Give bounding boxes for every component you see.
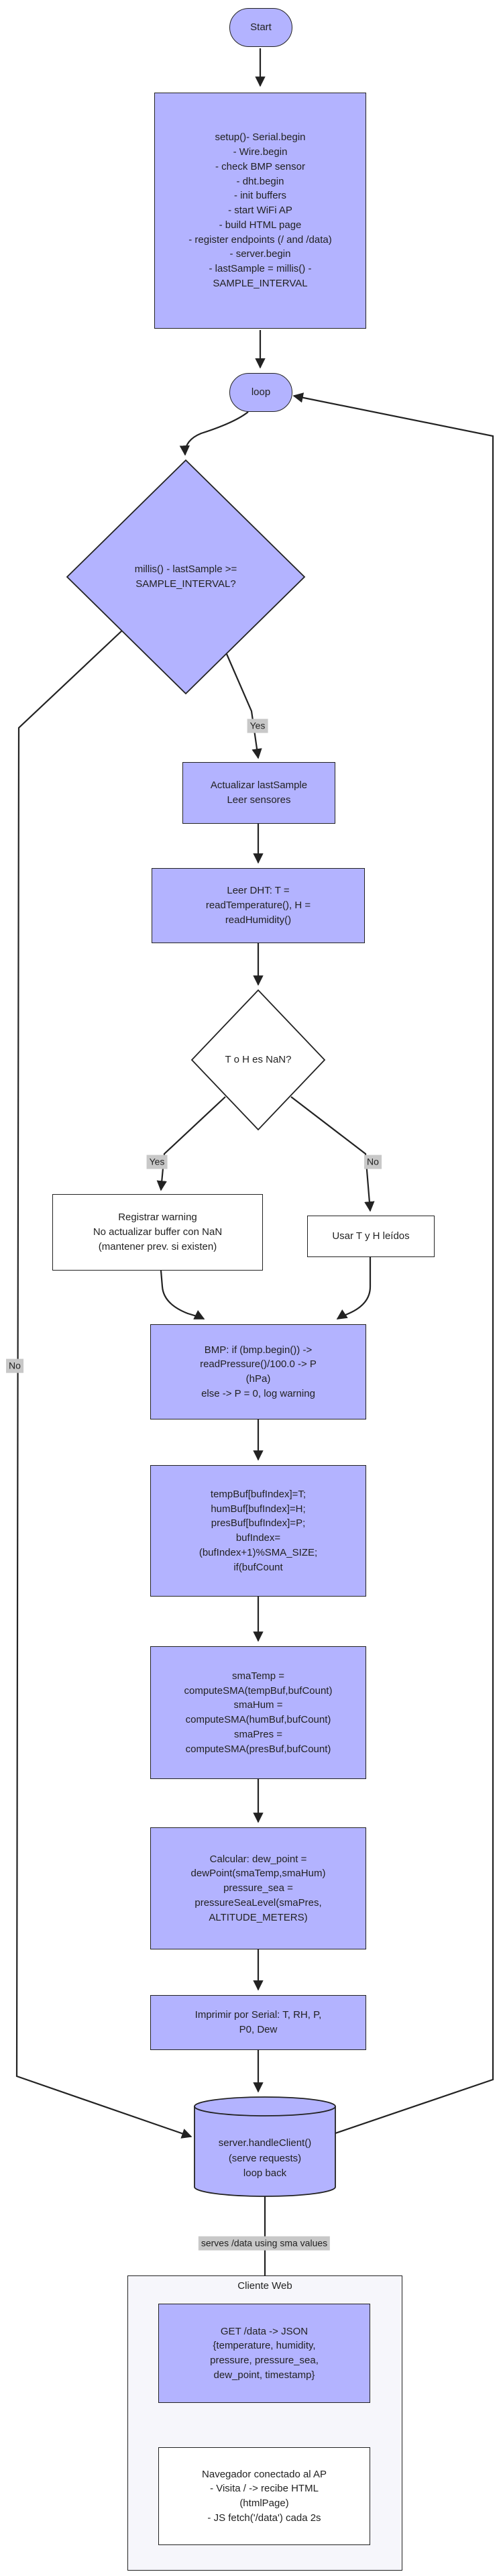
loop-label: loop bbox=[251, 386, 271, 398]
handle-client-shape bbox=[194, 2096, 336, 2197]
setup-node: setup()- Serial.begin - Wire.begin - che… bbox=[154, 93, 366, 329]
bmp-node: BMP: if (bmp.begin()) -> readPressure()/… bbox=[150, 1324, 366, 1419]
edge-label-yes-nan: Yes bbox=[146, 1155, 168, 1169]
sma-label: smaTemp = computeSMA(tempBuf,bufCount) s… bbox=[184, 1670, 333, 1755]
calc-label: Calcular: dew_point = dewPoint(smaTemp,s… bbox=[190, 1853, 326, 1923]
interval-decision-label: millis() - lastSample >= SAMPLE_INTERVAL… bbox=[134, 563, 237, 590]
use-values-label: Usar T y H leídos bbox=[332, 1230, 410, 1242]
edge-label-no-nan: No bbox=[364, 1155, 382, 1169]
register-warning-label: Registrar warning No actualizar buffer c… bbox=[93, 1212, 223, 1252]
interval-decision: millis() - lastSample >= SAMPLE_INTERVAL… bbox=[91, 550, 280, 604]
edge-label-yes-interval: Yes bbox=[247, 718, 268, 733]
read-dht-label: Leer DHT: T = readTemperature(), H = rea… bbox=[205, 885, 311, 926]
update-sample-label: Actualizar lastSample Leer sensores bbox=[210, 780, 308, 806]
edge-nan-no bbox=[290, 1096, 375, 1212]
setup-label: setup()- Serial.begin - Wire.begin - che… bbox=[188, 131, 332, 289]
update-sample-node: Actualizar lastSample Leer sensores bbox=[182, 762, 335, 824]
edge-nan-yes bbox=[156, 1096, 226, 1191]
bmp-label: BMP: if (bmp.begin()) -> readPressure()/… bbox=[200, 1344, 317, 1399]
handle-client-label: server.handleClient() (serve requests) l… bbox=[218, 2137, 312, 2180]
interval-decision-shape bbox=[66, 459, 306, 695]
edge-use-bmp bbox=[336, 1257, 372, 1320]
nan-decision-shape bbox=[190, 989, 326, 1131]
use-values-node: Usar T y H leídos bbox=[307, 1216, 435, 1257]
start-label: Start bbox=[250, 21, 272, 34]
edge-warning-bmp bbox=[160, 1270, 205, 1320]
nan-decision: T o H es NaN? bbox=[201, 1048, 315, 1072]
calc-node: Calcular: dew_point = dewPoint(smaTemp,s… bbox=[150, 1827, 366, 1949]
handle-client-node: server.handleClient() (serve requests) l… bbox=[194, 2131, 335, 2187]
edge-label-serves: serves /data using sma values bbox=[198, 2236, 331, 2251]
get-data-label: GET /data -> JSON {temperature, humidity… bbox=[210, 2325, 319, 2381]
client-web-title: Cliente Web bbox=[237, 2280, 292, 2292]
register-warning-node: Registrar warning No actualizar buffer c… bbox=[52, 1194, 263, 1271]
print-node: Imprimir por Serial: T, RH, P, P0, Dew bbox=[150, 1995, 366, 2050]
get-data-node: GET /data -> JSON {temperature, humidity… bbox=[158, 2304, 370, 2403]
edge-label-no-interval: No bbox=[6, 1358, 23, 1373]
nan-decision-label: T o H es NaN? bbox=[225, 1053, 292, 1065]
buffers-label: tempBuf[bufIndex]=T; humBuf[bufIndex]=H;… bbox=[199, 1488, 318, 1573]
browser-label: Navegador conectado al AP - Visita / -> … bbox=[202, 2468, 327, 2524]
edge-handle-loop bbox=[292, 392, 494, 2135]
edge-loop-decision bbox=[179, 411, 249, 456]
start-node: Start bbox=[229, 8, 292, 47]
edge-decision-yes bbox=[225, 653, 262, 759]
edge-decision-no bbox=[15, 630, 192, 2139]
loop-node: loop bbox=[229, 373, 292, 412]
browser-node: Navegador conectado al AP - Visita / -> … bbox=[158, 2447, 370, 2545]
sma-node: smaTemp = computeSMA(tempBuf,bufCount) s… bbox=[150, 1646, 366, 1779]
buffers-node: tempBuf[bufIndex]=T; humBuf[bufIndex]=H;… bbox=[150, 1465, 366, 1597]
read-dht-node: Leer DHT: T = readTemperature(), H = rea… bbox=[152, 868, 365, 943]
print-label: Imprimir por Serial: T, RH, P, P0, Dew bbox=[194, 2009, 322, 2035]
